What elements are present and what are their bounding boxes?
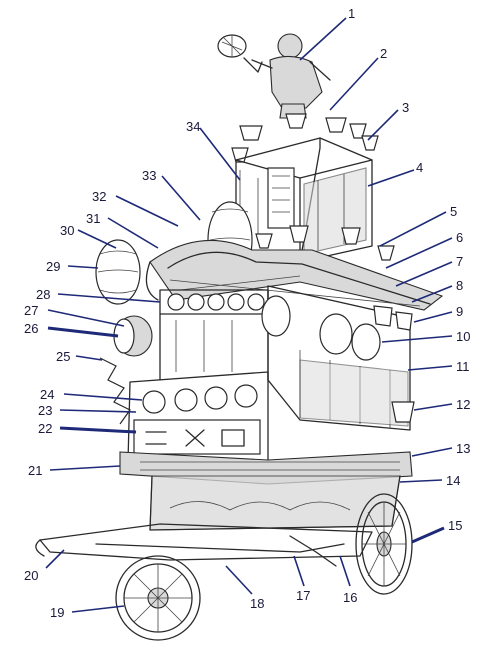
leader-32 [115, 195, 179, 227]
leader-25 [75, 355, 103, 361]
upper-body [159, 289, 269, 381]
label-31: 31 [86, 211, 100, 226]
leader-27 [47, 309, 125, 327]
label-27: 27 [24, 303, 38, 318]
label-5: 5 [450, 204, 457, 219]
leader-3 [367, 109, 399, 141]
label-2: 2 [380, 46, 387, 61]
leader-4 [367, 169, 415, 187]
leader-31 [107, 217, 159, 249]
label-18: 18 [250, 596, 264, 611]
label-21: 21 [28, 463, 42, 478]
leader-23 [59, 409, 137, 413]
leader-11 [407, 365, 453, 371]
paper-streamer [99, 357, 131, 425]
upper-lanterns [231, 113, 379, 163]
label-19: 19 [50, 605, 64, 620]
leader-lines [45, 17, 453, 613]
label-15: 15 [448, 518, 462, 533]
label-33: 33 [142, 168, 156, 183]
leader-9 [413, 311, 453, 323]
leader-14 [399, 479, 443, 483]
leader-30 [77, 229, 117, 249]
chassis [35, 523, 373, 567]
label-25: 25 [56, 349, 70, 364]
leader-18 [225, 565, 253, 595]
rear-wheel [355, 493, 413, 595]
leader-21 [49, 465, 121, 471]
label-9: 9 [456, 304, 463, 319]
label-3: 3 [402, 100, 409, 115]
label-7: 7 [456, 254, 463, 269]
leader-8 [411, 285, 453, 303]
leader-33 [161, 175, 201, 221]
label-22: 22 [38, 421, 52, 436]
label-11: 11 [456, 359, 470, 374]
label-23: 23 [38, 403, 52, 418]
front-wheel [115, 555, 201, 641]
label-20: 20 [24, 568, 38, 583]
label-28: 28 [36, 287, 50, 302]
leader-22 [59, 426, 137, 434]
left-round-lantern [95, 239, 141, 305]
part-number-labels: 1 2 3 4 5 6 7 8 9 10 11 12 13 14 15 16 1… [24, 6, 470, 620]
label-13: 13 [456, 441, 470, 456]
label-4: 4 [416, 160, 423, 175]
leader-17 [293, 555, 305, 587]
label-17: 17 [296, 588, 310, 603]
label-32: 32 [92, 189, 106, 204]
label-1: 1 [348, 6, 355, 21]
label-30: 30 [60, 223, 74, 238]
label-10: 10 [456, 329, 470, 344]
label-8: 8 [456, 278, 463, 293]
leader-2 [329, 57, 379, 111]
label-24: 24 [40, 387, 54, 402]
leader-34 [199, 127, 241, 181]
label-6: 6 [456, 230, 463, 245]
right-body [261, 285, 415, 431]
leader-16 [339, 555, 351, 587]
leader-19 [71, 605, 125, 613]
label-14: 14 [446, 473, 460, 488]
leader-12 [413, 403, 453, 411]
top-doll-figure [217, 33, 331, 119]
leader-20 [45, 549, 65, 569]
label-26: 26 [24, 321, 38, 336]
float-illustration [35, 33, 444, 641]
mid-lanterns [255, 225, 395, 261]
leader-26 [47, 326, 119, 338]
leader-24 [63, 393, 143, 401]
leader-10 [381, 335, 453, 343]
leader-5 [379, 211, 447, 247]
leader-15 [411, 526, 445, 544]
label-16: 16 [343, 590, 357, 605]
label-34: 34 [186, 119, 200, 134]
leader-28 [57, 293, 161, 303]
leader-29 [67, 265, 99, 269]
label-12: 12 [456, 397, 470, 412]
main-roof [145, 239, 444, 311]
label-29: 29 [46, 259, 60, 274]
drum [113, 315, 153, 357]
leader-1 [299, 17, 347, 61]
front-panel [127, 371, 269, 471]
leader-6 [385, 237, 453, 269]
leader-7 [395, 261, 453, 287]
leader-13 [411, 447, 453, 457]
lower-skirt [149, 475, 401, 531]
